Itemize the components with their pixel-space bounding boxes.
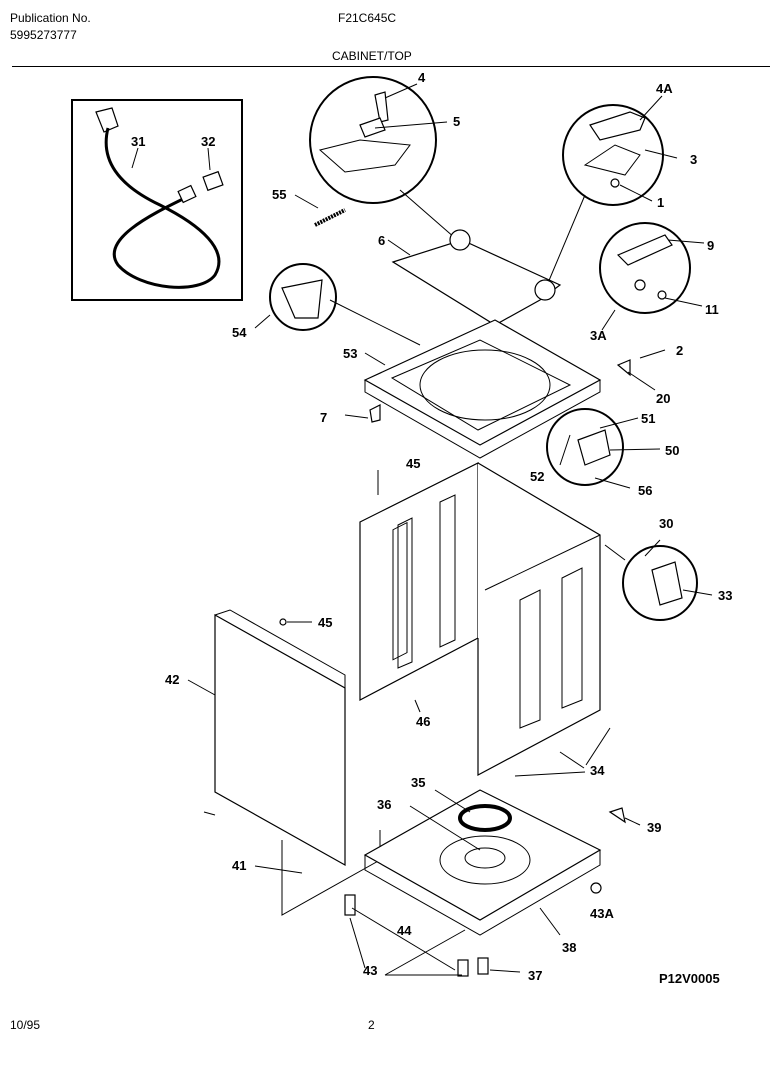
callout-c33: 33	[718, 588, 732, 603]
callout-c39: 39	[647, 820, 661, 835]
bleach-cup-detail	[254, 263, 421, 346]
lid-part	[387, 229, 562, 326]
callout-c34: 34	[590, 763, 605, 778]
callout-c32: 32	[201, 134, 215, 149]
spring-part	[294, 194, 346, 227]
callout-c4: 4	[418, 70, 426, 85]
section-title: CABINET/TOP	[332, 49, 412, 63]
callout-c55: 55	[272, 187, 286, 202]
callout-c1: 1	[657, 195, 664, 210]
front-panel-part	[187, 609, 381, 916]
cabinet-panels	[359, 462, 601, 776]
publication-label: Publication No.	[10, 11, 91, 25]
latch-detail-circle	[544, 95, 678, 291]
callout-c9: 9	[707, 238, 714, 253]
callout-c11: 11	[705, 302, 719, 317]
callout-c51: 51	[641, 411, 655, 426]
callout-c54: 54	[232, 325, 247, 340]
callout-c4a: 4A	[656, 81, 673, 96]
callout-c56: 56	[638, 483, 652, 498]
callout-c3a: 3A	[590, 328, 607, 343]
callout-c45a: 45	[406, 456, 420, 471]
switch-detail-circle	[599, 222, 705, 331]
power-cord-panel	[71, 99, 243, 301]
footer-date: 10/95	[10, 1018, 41, 1032]
callout-c3: 3	[690, 152, 697, 167]
callout-c53: 53	[343, 346, 357, 361]
callout-c38: 38	[562, 940, 576, 955]
header-rule	[12, 66, 770, 67]
base-part	[363, 789, 641, 936]
callout-c45b: 45	[318, 615, 332, 630]
callout-c42: 42	[165, 672, 179, 687]
callout-c30: 30	[659, 516, 673, 531]
callout-c46: 46	[416, 714, 430, 729]
callout-c31: 31	[131, 134, 145, 149]
callout-c43: 43	[363, 963, 377, 978]
callout-c41: 41	[232, 858, 246, 873]
diagram-code: P12V0005	[659, 971, 720, 986]
callout-c35: 35	[411, 775, 425, 790]
callout-c6: 6	[378, 233, 385, 248]
callout-c37: 37	[528, 968, 542, 983]
hinge-detail-circle	[309, 76, 456, 239]
callout-c36: 36	[377, 797, 391, 812]
callout-c5: 5	[453, 114, 460, 129]
callout-c2: 2	[676, 343, 683, 358]
callout-c52: 52	[530, 469, 544, 484]
publication-number: 5995273777	[10, 28, 77, 42]
callout-c50: 50	[665, 443, 679, 458]
screws-34	[514, 727, 611, 777]
callout-c43a: 43A	[590, 906, 614, 921]
door-switch-detail-circle	[604, 539, 713, 621]
model-number: F21C645C	[338, 11, 397, 25]
callout-c20: 20	[656, 391, 670, 406]
timer-detail-circle	[546, 408, 661, 489]
footer-page: 2	[368, 1018, 375, 1032]
callout-c7: 7	[320, 410, 327, 425]
feet-parts	[344, 894, 521, 977]
cabinet-top-part	[344, 319, 666, 459]
callout-c44: 44	[397, 923, 412, 938]
